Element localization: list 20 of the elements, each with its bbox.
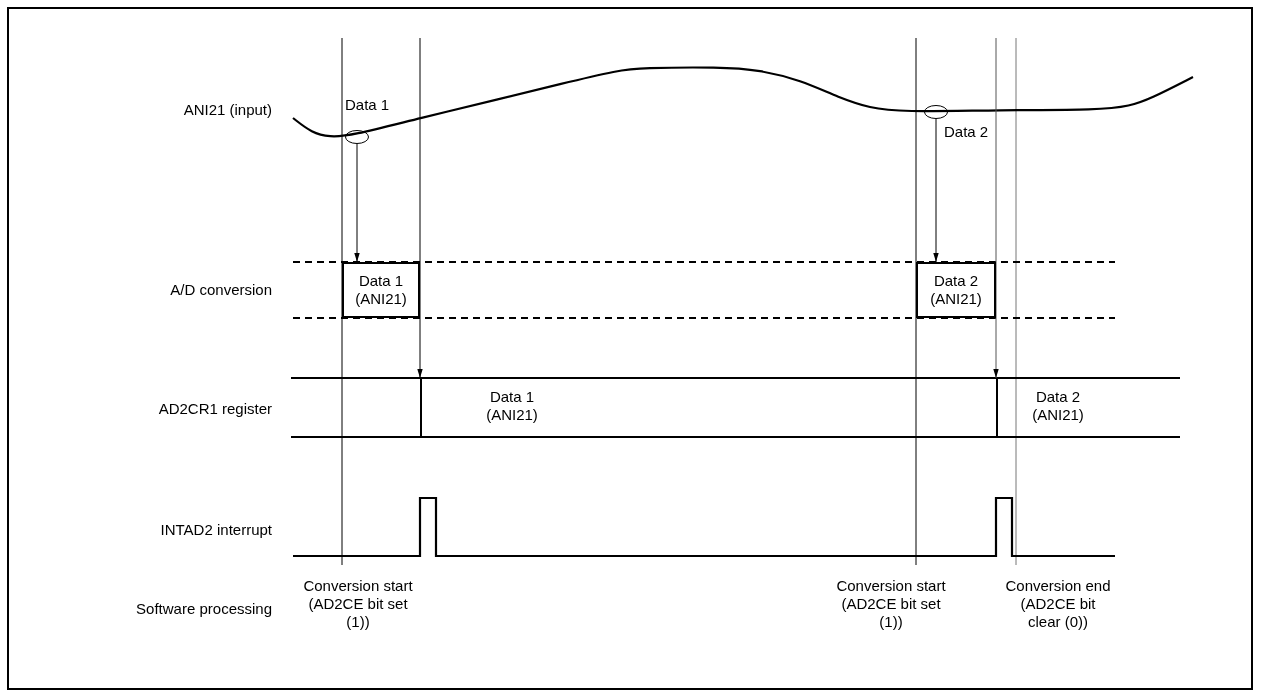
event-note: Conversion start (AD2CE bit set (1)) xyxy=(303,577,413,631)
sample-label: Data 2 xyxy=(944,123,989,141)
box-text: Data 2 (ANI21) xyxy=(929,272,983,308)
sample-label: Data 1 xyxy=(345,96,390,114)
arrow xyxy=(354,143,360,263)
event-note: Conversion end (AD2CE bit clear (0)) xyxy=(1004,577,1112,631)
signal-name: AD2CR1 register xyxy=(157,400,272,418)
register-value: Data 2 (ANI21) xyxy=(1031,388,1085,424)
conversion-box xyxy=(916,262,996,318)
register-value: Data 1 (ANI21) xyxy=(485,388,539,424)
arrow xyxy=(417,37,423,379)
arrow xyxy=(933,118,939,263)
arrow xyxy=(993,37,999,379)
signal-name: A/D conversion xyxy=(169,281,272,299)
box-text: Data 1 (ANI21) xyxy=(354,272,408,308)
event-note: Conversion start (AD2CE bit set (1)) xyxy=(836,577,946,631)
signal-name: Software processing xyxy=(135,600,272,618)
signal-name: INTAD2 interrupt xyxy=(159,521,272,539)
conversion-box xyxy=(342,262,420,318)
signal-name: ANI21 (input) xyxy=(182,101,272,119)
